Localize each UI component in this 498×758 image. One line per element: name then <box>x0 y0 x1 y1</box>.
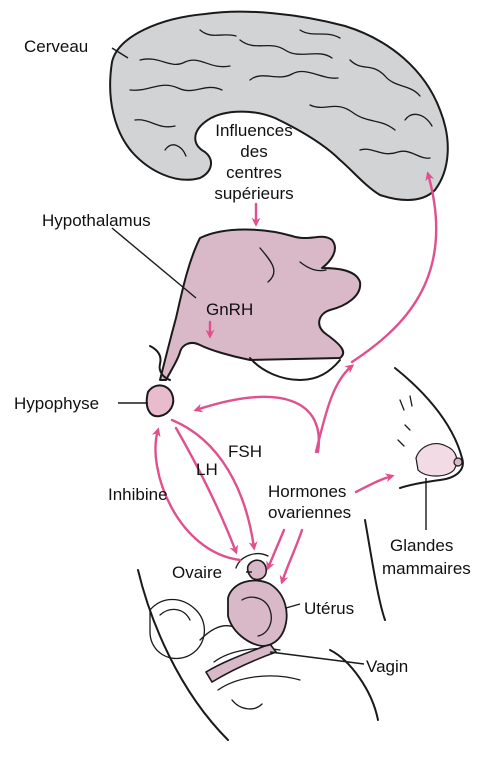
mammary-glands-shape <box>416 444 457 476</box>
label-ovaire: Ovaire <box>172 563 222 582</box>
label-glandes-line1: Glandes <box>390 536 453 555</box>
arrow-ovarian-to-breast <box>356 476 392 492</box>
label-influences-line1: Influences <box>215 121 293 140</box>
label-gnrh: GnRH <box>206 300 253 319</box>
label-influences-line4: supérieurs <box>214 184 293 203</box>
label-lh: LH <box>196 460 218 479</box>
label-hypothalamus: Hypothalamus <box>42 211 151 230</box>
uterus-shape <box>228 580 287 646</box>
label-uterus: Utérus <box>304 599 354 618</box>
breast-illustration <box>395 368 463 488</box>
label-glandes-line2: mammaires <box>382 559 471 578</box>
hypophyse-shape <box>147 385 174 416</box>
hypothalamus-shape <box>160 230 360 381</box>
hypothalamus-pituitary-illustration <box>147 230 360 417</box>
arrow-ovarian-to-ovary <box>268 530 284 568</box>
label-cerveau: Cerveau <box>24 37 88 56</box>
label-hypophyse: Hypophyse <box>14 394 99 413</box>
pelvis-illustration <box>138 520 385 740</box>
label-hormones-line1: Hormones <box>268 482 346 501</box>
arrow-hypophyse-to-ovary-lh <box>176 428 236 552</box>
label-vagin: Vagin <box>366 657 408 676</box>
label-inhibine: Inhibine <box>108 485 168 504</box>
arrow-ovarian-to-uterus <box>282 530 302 582</box>
label-influences-line2: des <box>240 142 267 161</box>
label-influences-line3: centres <box>226 163 282 182</box>
arrow-hypophyse-to-ovary-fsh <box>172 420 254 548</box>
label-fsh: FSH <box>228 442 262 461</box>
arrow-ovarian-to-brain <box>352 174 436 362</box>
label-hormones-line2: ovariennes <box>268 503 351 522</box>
ovary-shape <box>248 560 267 579</box>
arrow-ovarian-to-hypothalamus <box>316 366 352 452</box>
